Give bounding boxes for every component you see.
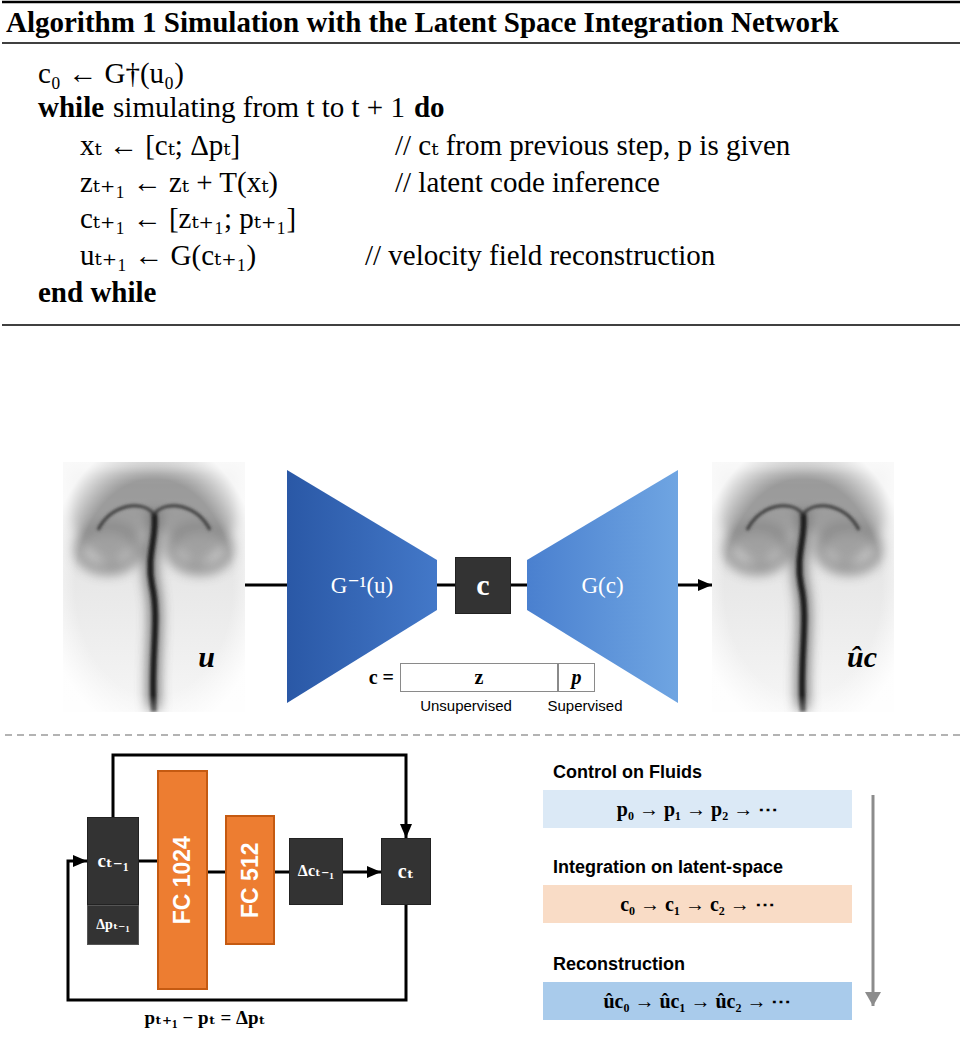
algorithm-line: xₜ ← [cₜ; Δpₜ]	[80, 129, 240, 162]
node-text: FC 1024	[169, 836, 195, 924]
flow-band: Integration on latent-spacec₀ → c₁ → c₂ …	[543, 885, 852, 923]
node-text: c₀ → c₁ → c₂ → ⋯	[620, 893, 775, 916]
connector	[208, 871, 225, 874]
separator-line	[5, 734, 960, 736]
node-text: u	[198, 640, 215, 675]
algorithm-title: Algorithm 1 Simulation with the Latent S…	[6, 7, 839, 39]
node-text: FC 512	[237, 842, 263, 917]
node-text: p	[572, 666, 582, 689]
algorithm-comment: // latent code inference	[395, 166, 660, 199]
band-heading: Control on Fluids	[553, 761, 702, 783]
algorithm-comment: // velocity field reconstruction	[365, 239, 715, 272]
node-text: cₜ	[398, 860, 414, 883]
connector	[275, 871, 289, 874]
param-delta-box: Δpₜ₋₁	[87, 905, 139, 945]
smoke-image	[712, 462, 894, 712]
node-text: p₀ → p₁ → p₂ → ⋯	[617, 798, 778, 821]
node-text: G(c)	[581, 573, 623, 599]
latent-code-box: c	[455, 557, 511, 614]
band-heading: Integration on latent-space	[553, 856, 783, 878]
part-caption: Supervised	[547, 697, 622, 714]
algorithm-keyword: do	[414, 91, 445, 124]
algorithm-line: simulating from t to t + 1	[113, 91, 405, 124]
connector	[245, 584, 287, 587]
part-caption: Unsupervised	[420, 697, 512, 714]
flow-band: Control on Fluidsp₀ → p₁ → p₂ → ⋯	[543, 790, 852, 828]
connector	[139, 860, 157, 863]
latent-z-cell: z	[400, 663, 558, 692]
top-rule	[2, 1, 960, 4]
flow-arrow	[872, 795, 875, 1006]
algorithm-keyword: end while	[38, 276, 156, 309]
param-p-cell: p	[558, 663, 595, 692]
algorithm-comment: // cₜ from previous step, p is given	[395, 129, 790, 162]
node-text: ûc	[847, 640, 877, 675]
algorithm-line: cₜ₊₁ ← [zₜ₊₁; pₜ₊₁]	[80, 202, 296, 235]
state-box: cₜ	[381, 838, 431, 905]
state-delta-box: Δcₜ₋₁	[289, 838, 343, 905]
node-text: cₜ₋₁	[97, 850, 128, 872]
flow-band: Reconstructionûc₀ → ûc₁ → ûc₂ → ⋯	[543, 982, 852, 1020]
connector	[343, 871, 381, 874]
connector	[678, 584, 712, 587]
node-text: ûc₀ → ûc₁ → ûc₂ → ⋯	[604, 990, 792, 1013]
state-box: cₜ₋₁	[87, 817, 139, 905]
algorithm-line: c₀ ← G†(u₀)	[38, 57, 184, 90]
node-text: c	[476, 568, 489, 603]
node-text: Δpₜ₋₁	[96, 917, 129, 933]
edge-label: pₜ₊₁ − pₜ = Δpₜ	[141, 1007, 268, 1029]
smoke-image	[63, 462, 245, 712]
code-equation: c =	[369, 666, 394, 689]
band-heading: Reconstruction	[553, 953, 685, 975]
fc-layer: FC 512	[225, 815, 275, 945]
image-panel: u	[63, 462, 245, 712]
fc-layer: FC 1024	[157, 770, 208, 990]
bottom-rule	[2, 324, 960, 326]
node-text: G⁻¹(u)	[331, 573, 393, 599]
node-text: Δcₜ₋₁	[298, 862, 334, 880]
node-text: z	[475, 666, 484, 689]
image-panel: ûc	[712, 462, 895, 712]
algorithm-line: uₜ₊₁ ← G(cₜ₊₁)	[80, 239, 256, 272]
connector	[437, 584, 455, 587]
title-rule	[2, 42, 960, 43]
algorithm-line: zₜ₊₁ ← zₜ + T(xₜ)	[80, 166, 278, 199]
connector	[511, 584, 527, 587]
algorithm-keyword: while	[38, 91, 104, 124]
